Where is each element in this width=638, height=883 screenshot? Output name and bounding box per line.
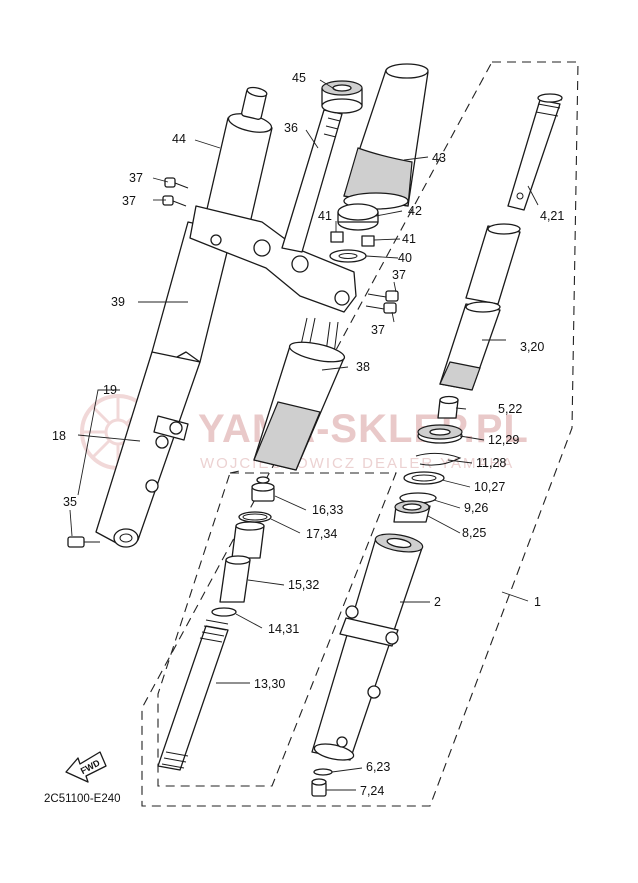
- pinch-bolt-37-lower-left: [162, 195, 187, 207]
- callout-9-26: 9,26: [464, 501, 488, 515]
- callout-37-upper-left: 37: [129, 171, 143, 185]
- drain-bolt-7: [311, 778, 327, 797]
- callout-2: 2: [434, 595, 441, 609]
- callout-1: 1: [534, 595, 541, 609]
- callout-35: 35: [63, 495, 77, 509]
- callout-39: 39: [111, 295, 125, 309]
- callout-37-lower-left: 37: [122, 194, 136, 208]
- callout-5-22: 5,22: [498, 402, 522, 416]
- diagram-code: 2C51100-E240: [44, 793, 121, 805]
- spacer-15-lower: [219, 555, 251, 603]
- clip-11: [415, 452, 462, 466]
- callout-40: 40: [398, 251, 412, 265]
- outer-tube-19: [95, 351, 201, 547]
- oil-seal-10: [403, 471, 445, 485]
- assembly-boundary-fork-outer: [141, 61, 579, 807]
- headlight-cover-43: [343, 63, 429, 210]
- callout-4-21: 4,21: [540, 209, 564, 223]
- callout-labels: 45 44 36 43 37 37 42 41 41 40 37 37 39 3…: [52, 71, 564, 798]
- watermark-subtitle: WOJCIECHOWICZ DEALER YAMAHA: [200, 455, 514, 472]
- callout-41-right: 41: [402, 232, 416, 246]
- callout-6-23: 6,23: [366, 760, 390, 774]
- callout-3-20: 3,20: [520, 340, 544, 354]
- callout-8-25: 8,25: [462, 526, 486, 540]
- callout-14-31: 14,31: [268, 622, 299, 636]
- pinch-bolt-37-lower-right: [365, 302, 397, 314]
- pinch-bolt-37-upper-right: [367, 290, 399, 302]
- callout-37-upper-right: 37: [392, 268, 406, 282]
- damper-rod-4: [507, 93, 563, 211]
- callout-38: 38: [356, 360, 370, 374]
- callout-12-29: 12,29: [488, 433, 519, 447]
- pinch-bolt-37-upper-left: [164, 177, 189, 189]
- bushing-8: [393, 500, 431, 523]
- o-ring-17: [238, 511, 272, 523]
- nut-41-right: [361, 235, 375, 247]
- fork-internals: [157, 476, 275, 771]
- under-bracket-assembly: [162, 109, 399, 314]
- fork-cover-38: [253, 317, 346, 471]
- callout-19: 19: [103, 383, 117, 397]
- leader-lines: [69, 79, 539, 791]
- axle-pinch-bolt-35: [67, 536, 100, 548]
- nut-41-left: [330, 231, 344, 243]
- callout-15-32: 15,32: [288, 578, 319, 592]
- callout-18: 18: [52, 429, 66, 443]
- gasket-6: [313, 768, 333, 776]
- callout-43: 43: [432, 151, 446, 165]
- cap-bolt-16: [251, 476, 275, 502]
- callout-13-30: 13,30: [254, 677, 285, 691]
- fork-spring-13: [157, 619, 229, 771]
- oil-lock-piece-5: [437, 395, 459, 419]
- seal-40: [329, 249, 367, 263]
- assembly-boundary-cover: [229, 469, 245, 474]
- bearing-race-42: [337, 203, 379, 231]
- callout-42: 42: [408, 204, 422, 218]
- bearing-parts: [321, 63, 429, 263]
- watermark-title: YAMA-SKLEP.PL: [198, 407, 529, 451]
- inner-tube-3-lower: [439, 301, 501, 391]
- callout-10-27: 10,27: [474, 480, 505, 494]
- inner-tube-3-upper: [465, 223, 521, 305]
- spacer-15-upper: [231, 521, 265, 559]
- callout-36: 36: [284, 121, 298, 135]
- fork-leg-assembly: [67, 86, 273, 548]
- callout-11-28: 11,28: [476, 456, 506, 470]
- callout-37-lower-right: 37: [371, 323, 385, 337]
- callout-44: 44: [172, 132, 186, 146]
- forward-direction-icon: FWD: [65, 751, 107, 783]
- bearing-45: [321, 80, 363, 114]
- dust-seal-12: [417, 424, 463, 444]
- callout-16-33: 16,33: [312, 503, 343, 517]
- callout-7-24: 7,24: [360, 784, 384, 798]
- callout-41-left: 41: [318, 209, 332, 223]
- washer-14: [211, 607, 237, 617]
- assembly-boundary-fork-internals: [157, 472, 397, 787]
- callout-17-34: 17,34: [306, 527, 337, 541]
- callout-45: 45: [292, 71, 306, 85]
- outer-tube-2: [311, 533, 424, 761]
